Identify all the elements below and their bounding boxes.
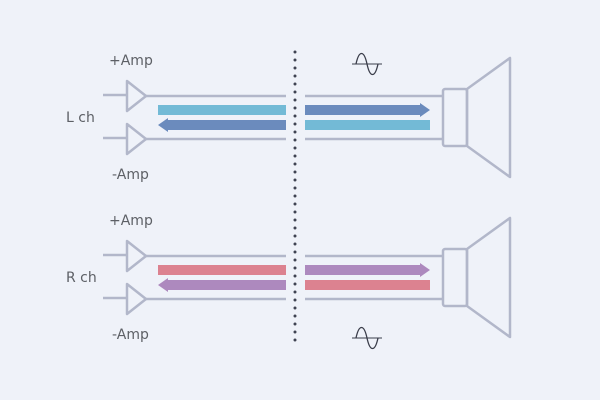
- r-plus-amp-label: +Amp: [109, 213, 153, 229]
- l-ch-sine-wave-icon: [355, 52, 379, 76]
- l-ch-right-signal-arrow: [305, 103, 430, 117]
- r-minus-amp-label: -Amp: [112, 327, 149, 343]
- r-ch-right-return-bar: [305, 280, 430, 290]
- l-ch-right-return-bar: [305, 120, 430, 130]
- l-ch-plus-amplifier-icon: [125, 79, 148, 113]
- l-ch-minus-amplifier-icon: [125, 122, 148, 156]
- l-plus-amp-label: +Amp: [109, 53, 153, 69]
- r-ch-left-return-arrow: [158, 278, 286, 292]
- r-ch-speaker-cone-icon: [465, 216, 512, 339]
- r-ch-minus-amplifier-icon: [125, 282, 148, 316]
- l-ch-speaker-cone-icon: [465, 56, 512, 179]
- l-ch-left-return-arrow: [158, 118, 286, 132]
- r-ch-right-signal-arrow: [305, 263, 430, 277]
- r-ch-plus-amplifier-icon: [125, 239, 148, 273]
- l-channel-label: L ch: [66, 110, 95, 126]
- l-ch-speaker-magnet-icon: [441, 87, 469, 148]
- r-ch-sine-wave-icon: [355, 326, 379, 350]
- l-ch-left-signal-bar: [158, 105, 286, 115]
- r-ch-left-signal-bar: [158, 265, 286, 275]
- r-channel-label: R ch: [66, 270, 97, 286]
- r-ch-speaker-magnet-icon: [441, 247, 469, 308]
- l-minus-amp-label: -Amp: [112, 167, 149, 183]
